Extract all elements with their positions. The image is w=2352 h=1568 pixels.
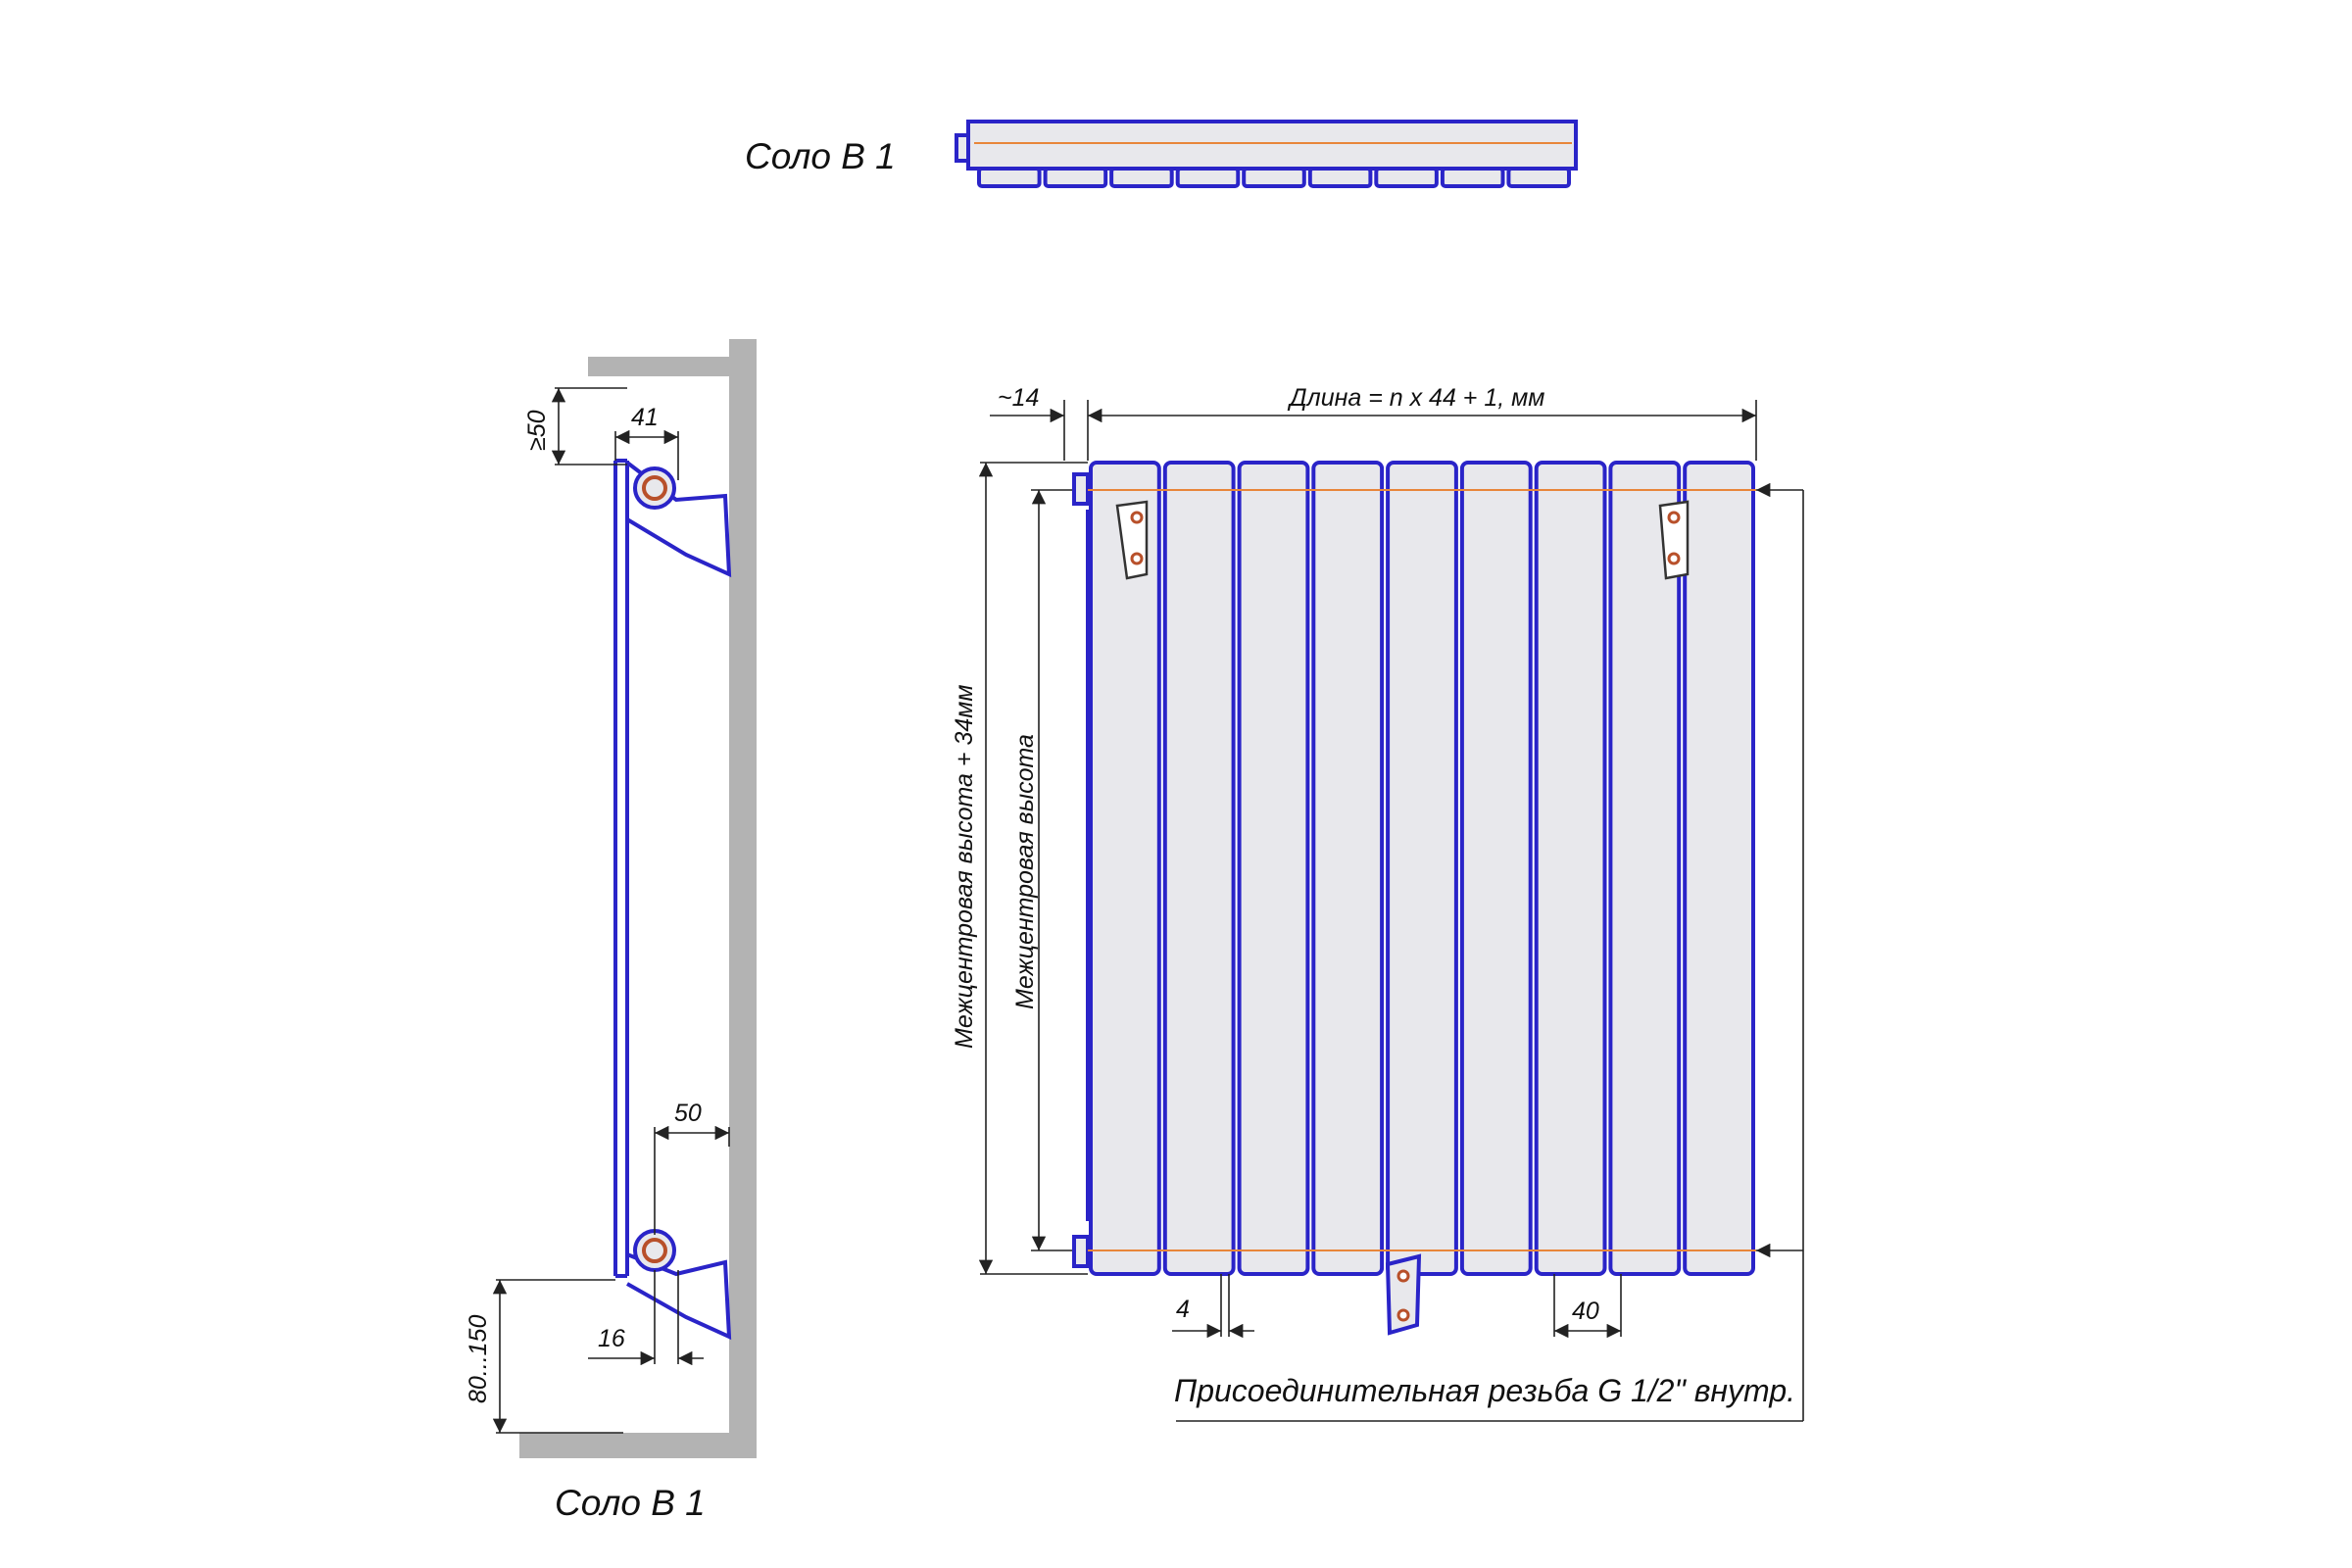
bolt-icon [1396,1308,1410,1322]
pipe-depth-label: 41 [631,404,659,431]
top-view-fins [977,167,1572,188]
upper-pipe-inner [642,475,667,501]
radiator-section [1311,461,1385,1276]
right-bracket [1658,500,1690,580]
connection-note: Присоединительная резьба G 1/2" внутр. [1174,1373,1795,1408]
top-view-fin [1506,167,1572,188]
bolt-icon [1667,552,1681,565]
bolt-icon [1396,1269,1410,1283]
bolt-icon [1130,552,1144,565]
radiator-section [1608,461,1682,1276]
wall-offset-label: 16 [598,1325,625,1352]
top-view-body [966,120,1578,171]
lower-pipe-inner [642,1238,667,1263]
radiator-section [1237,461,1310,1276]
min-top-clearance-label: ≥50 [523,410,551,451]
radiator-section [1089,461,1161,1276]
radiator-section [1683,461,1755,1276]
floor-clearance-label: 80...150 [465,1315,492,1403]
radiator-section [1534,461,1607,1276]
top-view-fin [1374,167,1439,188]
left-bracket [1115,500,1149,580]
wall [519,339,757,1458]
top-view-fin [1242,167,1306,188]
top-view-title: Соло В 1 [745,136,896,176]
top-view-fin [1307,167,1373,188]
bolt-icon [1130,511,1144,524]
top-view-fin [1043,167,1108,188]
total-height-label: Межцентровая высота + 34мм [951,684,978,1049]
bracket-depth-label: 50 [674,1100,702,1127]
radiator-section [1162,461,1236,1276]
center-height-label: Межцентровая высота [1011,734,1039,1009]
side-view: ≥50 41 50 16 80...150 Соло В 1 [465,339,757,1523]
section-width-label: 40 [1572,1298,1599,1325]
front-lower-valve [1072,1235,1090,1268]
side-offset-label: ~14 [998,384,1039,412]
gap-width-label: 4 [1176,1296,1190,1323]
top-view-fin [1175,167,1241,188]
side-view-profile [613,459,629,1278]
radiator-section [1459,461,1533,1276]
length-formula-label: Длина = n x 44 + 1, мм [1287,384,1544,412]
top-view: Соло В 1 [745,120,1578,188]
top-view-fin [1109,167,1174,188]
bolt-icon [1667,511,1681,524]
side-view-title: Соло В 1 [555,1483,706,1523]
top-view-fin [1440,167,1505,188]
front-sections [1089,461,1755,1276]
top-view-fin [977,167,1042,188]
front-upper-valve [1072,472,1090,506]
radiator-section [1386,461,1458,1276]
side-view-lower-bracket [626,1252,732,1341]
bottom-bracket [1385,1253,1422,1336]
front-view: ~14 Длина = n x 44 + 1, мм Межцентровая … [951,384,1804,1422]
